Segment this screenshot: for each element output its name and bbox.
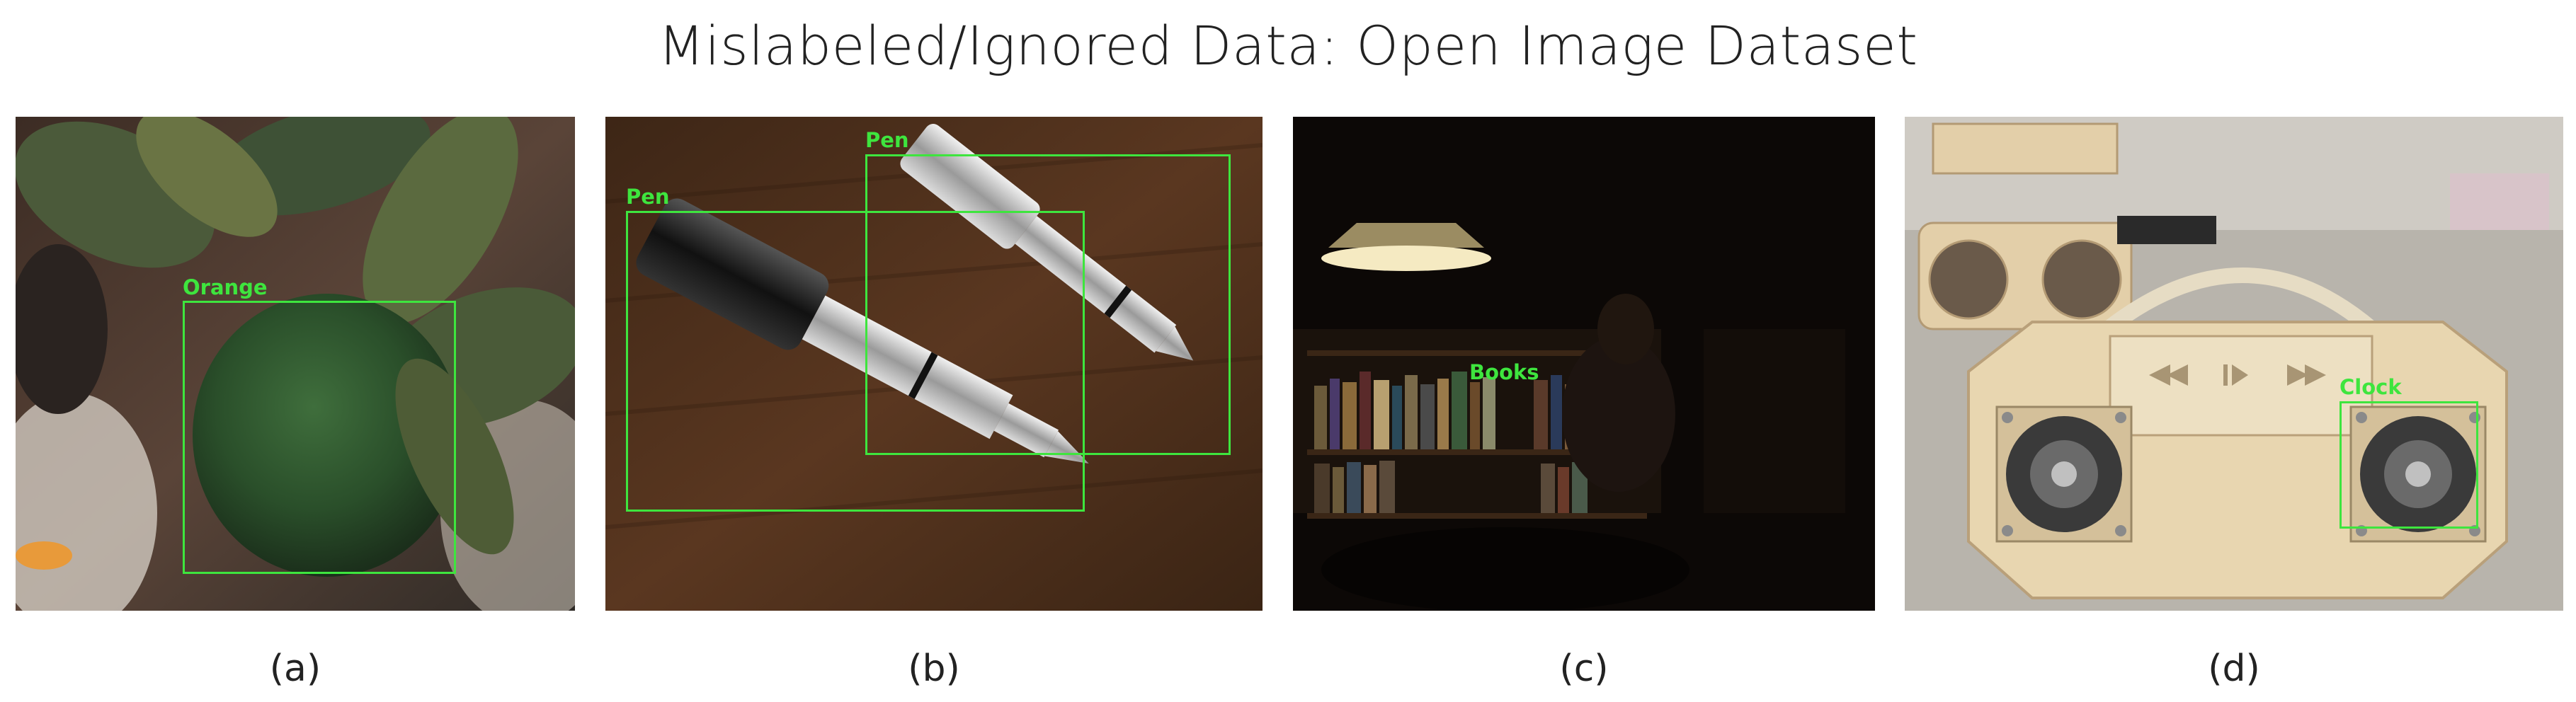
figure-title: Mislabeled/Ignored Data: Open Image Data… — [658, 14, 1918, 77]
bbox-label-pen-1: Pen — [626, 185, 670, 209]
panel-c-image — [1293, 117, 1875, 611]
jack-adapters-photo — [605, 117, 1263, 611]
caption-a: (a) — [269, 648, 321, 690]
bbox-clock — [2340, 401, 2478, 529]
bbox-label-pen-2: Pen — [865, 128, 909, 152]
caption-c: (c) — [1559, 648, 1609, 690]
bookshelf-photo — [1293, 117, 1875, 611]
bbox-orange — [183, 301, 456, 574]
panel-d-image — [1905, 117, 2563, 611]
caption-d: (d) — [2208, 648, 2260, 690]
bbox-label-orange: Orange — [183, 275, 268, 299]
bbox-pen-1 — [626, 211, 1085, 512]
boombox-photo — [1905, 117, 2563, 611]
bbox-label-clock: Clock — [2340, 375, 2402, 399]
orange-photo — [16, 117, 575, 611]
bbox-label-books: Books — [1469, 360, 1539, 384]
panel-a-image — [16, 117, 575, 611]
caption-b: (b) — [908, 648, 960, 690]
panel-b-image — [605, 117, 1263, 611]
bbox-pen-2 — [865, 154, 1231, 455]
